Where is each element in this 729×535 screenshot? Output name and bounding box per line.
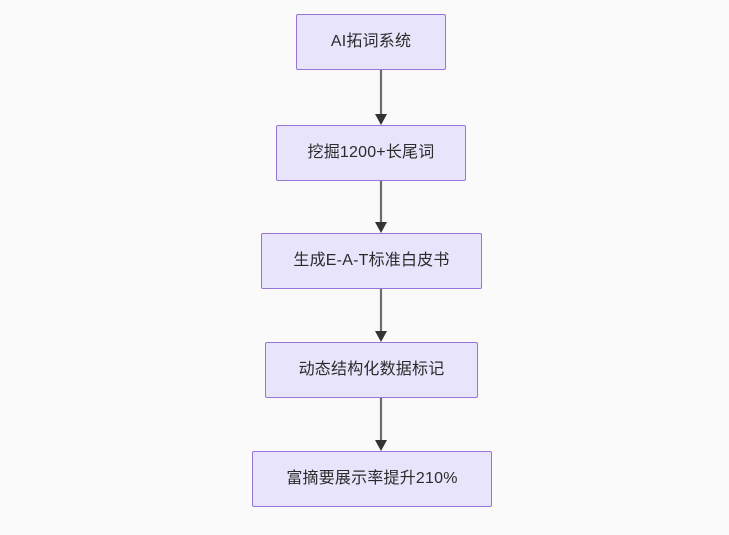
flow-node-label: 挖掘1200+长尾词 <box>307 144 435 161</box>
arrowhead-icon <box>375 222 387 233</box>
flow-node-structured-data-markup[interactable]: 动态结构化数据标记 <box>265 342 478 398</box>
flow-node-rich-snippet-result[interactable]: 富摘要展示率提升210% <box>252 451 492 507</box>
arrowhead-icon <box>375 331 387 342</box>
edge-node-1-to-node-2 <box>371 70 391 125</box>
flow-node-longtail-mining[interactable]: 挖掘1200+长尾词 <box>276 125 466 181</box>
edge-node-4-to-node-5 <box>371 398 391 451</box>
flow-node-eat-whitepaper[interactable]: 生成E-A-T标准白皮书 <box>261 233 482 289</box>
flow-node-label: 动态结构化数据标记 <box>298 361 445 378</box>
edge-node-3-to-node-4 <box>371 289 391 342</box>
flow-node-label: AI拓词系统 <box>330 33 412 50</box>
flow-node-label: 富摘要展示率提升210% <box>286 470 458 487</box>
edge-node-2-to-node-3 <box>371 181 391 233</box>
flow-node-ai-keyword-system[interactable]: AI拓词系统 <box>296 14 446 70</box>
flow-node-label: 生成E-A-T标准白皮书 <box>293 252 450 269</box>
arrowhead-icon <box>375 114 387 125</box>
arrowhead-icon <box>375 440 387 451</box>
